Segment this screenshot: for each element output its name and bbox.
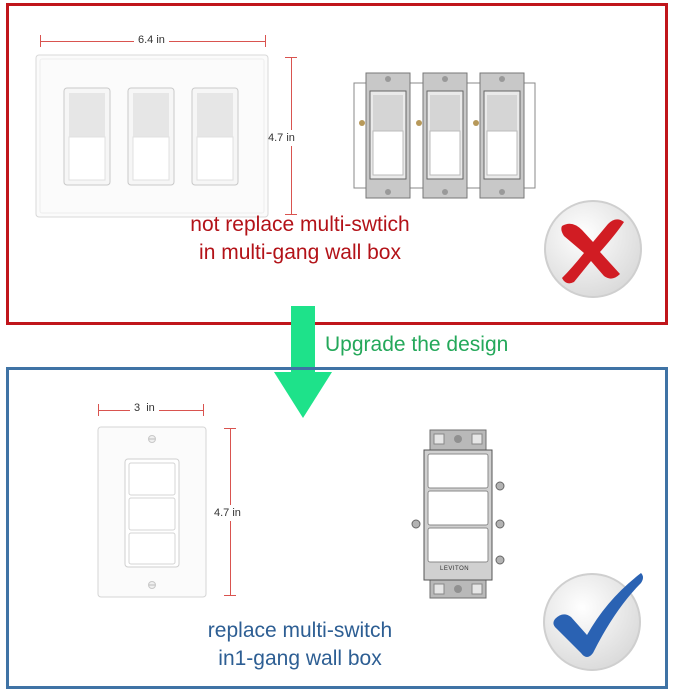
top-width-tick-left [40, 35, 41, 47]
top-panel [6, 3, 668, 325]
top-caption-line2: in multi-gang wall box [199, 241, 401, 264]
bottom-caption-line2: in1-gang wall box [218, 647, 382, 670]
single-switch-3 [473, 72, 525, 199]
top-height-tick-top [285, 57, 297, 58]
bottom-height-label: 4.7 in [214, 505, 241, 521]
three-gang-wallplate [35, 54, 269, 218]
rocker-3 [191, 87, 239, 186]
single-switch-1 [359, 72, 411, 199]
top-height-tick-bottom [285, 214, 297, 215]
device-brand-label: LEVITON [440, 566, 470, 572]
bottom-width-tick-right [203, 404, 204, 416]
rocker-1 [63, 87, 111, 186]
rocker-2 [127, 87, 175, 186]
single-gang-triple-wallplate [97, 426, 207, 598]
combination-switch-device [411, 429, 505, 599]
bottom-caption: replace multi-switch in1-gang wall box [150, 617, 450, 673]
bottom-width-tick-left [98, 404, 99, 416]
bottom-panel [6, 367, 668, 689]
three-single-switches [353, 72, 536, 199]
upgrade-label: Upgrade the design [325, 333, 509, 356]
single-switch-2 [416, 72, 468, 199]
top-caption-line1: not replace multi-swtich [190, 213, 410, 236]
top-width-tick-right [265, 35, 266, 47]
top-height-label: 4.7 in [268, 130, 295, 146]
top-caption: not replace multi-swtich in multi-gang w… [150, 211, 450, 267]
checkmark-icon [543, 573, 643, 671]
bottom-caption-line1: replace multi-switch [207, 619, 393, 642]
bottom-height-tick-top [224, 428, 236, 429]
bottom-width-label: 3 in [130, 402, 159, 414]
x-mark-icon [544, 200, 642, 298]
down-arrow-icon [274, 306, 332, 418]
bottom-height-tick-bottom [224, 595, 236, 596]
top-width-label: 6.4 in [134, 34, 169, 46]
